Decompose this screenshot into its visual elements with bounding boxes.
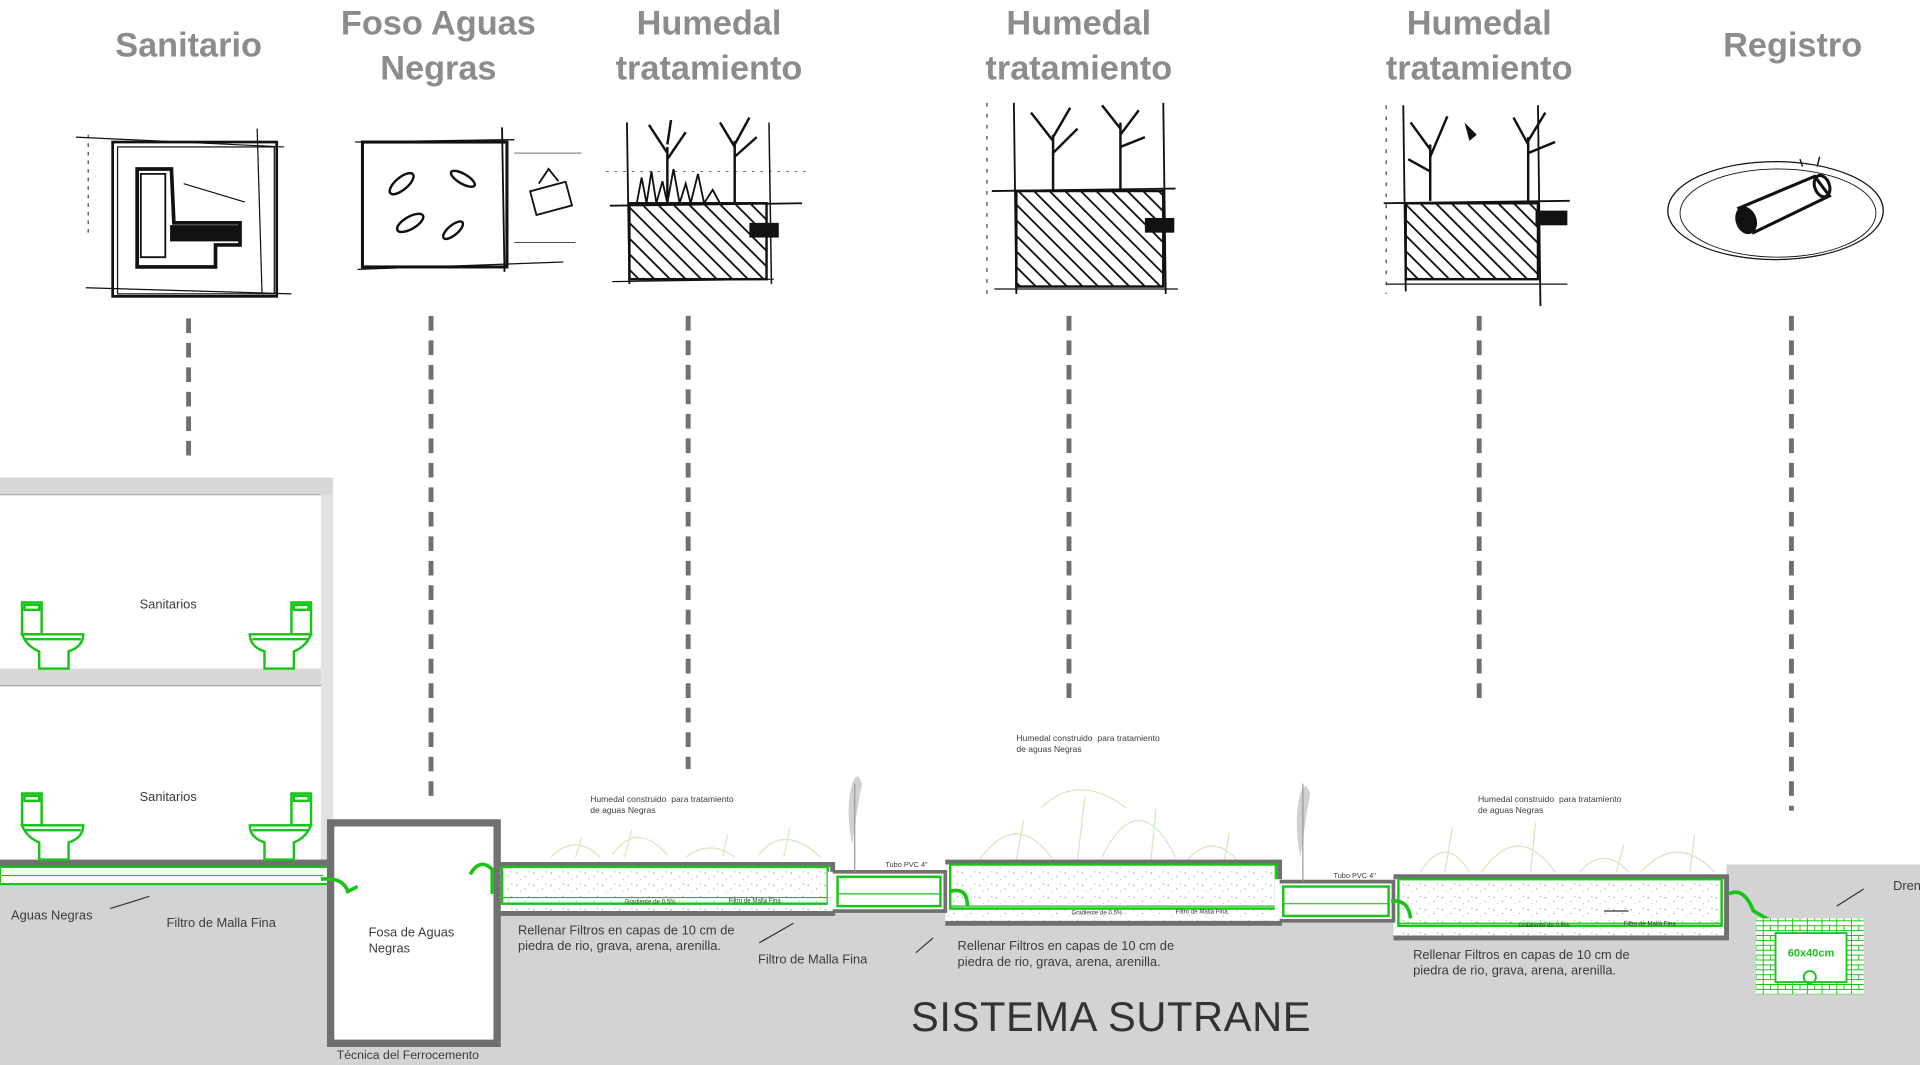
sketch-sanitario <box>75 128 292 298</box>
label-rellenar-3: Rellenar Filtros en capas de 10 cm de pi… <box>1413 947 1630 979</box>
leader-lines <box>110 895 1629 954</box>
heading-humedal-3: Humedal tratamiento <box>1385 3 1573 87</box>
label-sanitarios-top: Sanitarios <box>139 597 197 613</box>
label-gradiente-1: Gradiente de 0.5% <box>624 898 676 907</box>
label-filtro-malla-1: Filtro de Malla Fina <box>166 915 276 931</box>
sketch-humedal-3 <box>1383 105 1570 307</box>
label-filtro-malla-2: Filtro de Malla Fina <box>757 952 868 968</box>
diagram-title: SISTEMA SUTRANE <box>911 994 1312 1041</box>
heading-humedal-2: Humedal tratamiento <box>985 3 1173 87</box>
label-humedal-2: Humedal construido para tratamiento de a… <box>1016 734 1160 755</box>
label-gradiente-2: Gradiente de 0.5% <box>1071 909 1123 918</box>
label-box-size: 60x40cm <box>1787 946 1835 959</box>
wetland-3 <box>1390 822 1772 941</box>
heading-registro: Registro <box>1723 25 1863 64</box>
tubo-connector-1 <box>827 776 948 913</box>
label-tubo-2: Tubo PVC 4" <box>1333 873 1376 881</box>
label-filtro-small-2: Filtro de Malla Fina <box>1175 908 1228 916</box>
sketch-foso <box>355 127 582 272</box>
building-section <box>0 477 335 886</box>
sketch-registro <box>1667 156 1884 261</box>
sketch-humedal-1 <box>606 116 809 285</box>
sketch-humedal-2 <box>986 102 1178 301</box>
ground <box>0 864 1920 1065</box>
wetland-2 <box>945 789 1283 926</box>
toilet-icon <box>248 601 313 670</box>
label-aguas-negras: Aguas Negras <box>11 908 93 924</box>
label-humedal-1: Humedal construido para tratamiento de a… <box>590 795 734 816</box>
label-humedal-3: Humedal construido para tratamiento de a… <box>1477 795 1622 816</box>
label-gradiente-3: Gradiente de 0.5% <box>1518 922 1570 930</box>
label-tecnica-ferrocemento: Técnica del Ferrocemento <box>336 1049 479 1063</box>
toilet-icon <box>248 792 313 861</box>
tubo-connector-2 <box>1274 783 1396 923</box>
heading-sanitario: Sanitario <box>115 25 262 64</box>
toilet-icon <box>20 601 85 670</box>
label-tubo-1: Tubo PVC 4" <box>885 862 928 870</box>
label-filtro-small-3: Filtro de Malla Fina <box>1623 920 1676 929</box>
label-rellenar-2: Rellenar Filtros en capas de 10 cm de pi… <box>957 939 1175 970</box>
fosa-tank <box>320 819 501 1047</box>
registro-box <box>1755 888 1865 995</box>
dashed-connectors <box>186 315 1794 811</box>
heading-humedal-1: Humedal tratamiento <box>615 3 803 87</box>
label-drenaje: Dren <box>1893 879 1920 894</box>
label-rellenar-1: Rellenar Filtros en capas de 10 cm de pi… <box>517 923 735 954</box>
label-fosa: Fosa de Aguas Negras <box>368 925 455 957</box>
toilet-icon <box>20 792 85 861</box>
label-sanitarios-bottom: Sanitarios <box>139 789 197 805</box>
heading-foso-aguas-negras: Foso Aguas Negras <box>340 3 536 87</box>
label-filtro-small-1: Filtro de Malla Fina <box>728 897 781 905</box>
